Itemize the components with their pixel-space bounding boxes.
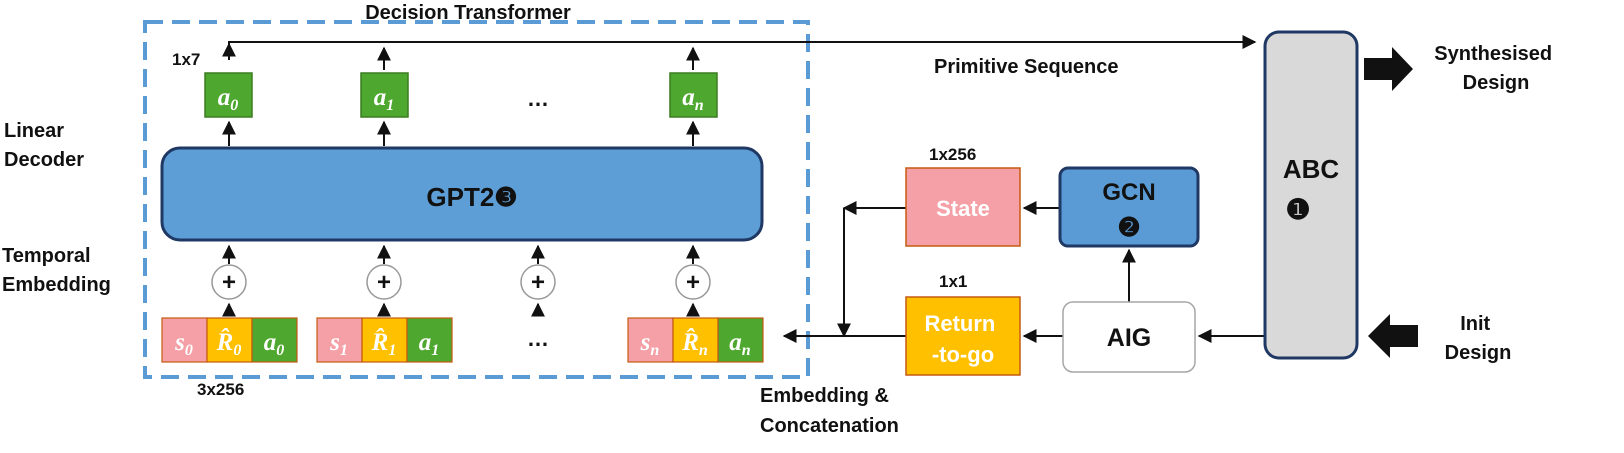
- svg-text:+: +: [222, 269, 236, 296]
- svg-text:❷: ❷: [1117, 212, 1140, 242]
- plus-circle-0: +: [211, 264, 247, 300]
- svg-text:s1: s1: [329, 329, 348, 359]
- svg-text:an: an: [729, 329, 751, 359]
- token-group-n: sn R̂n an: [627, 317, 764, 363]
- svg-text:❶: ❶: [1285, 194, 1310, 225]
- dim-1x7-label: 1x7: [172, 50, 200, 69]
- action-box-1: a1: [360, 72, 409, 118]
- svg-text:GCN: GCN: [1102, 179, 1155, 206]
- svg-text:+: +: [686, 269, 700, 296]
- decision-transformer-frame: [143, 20, 810, 379]
- return-to-go-block: Return -to-go: [905, 296, 1021, 376]
- dim-3x256-label: 3x256: [197, 380, 244, 399]
- embedding-concat-label: Embedding & Concatenation: [760, 385, 899, 437]
- linear-decoder-label: Linear Decoder: [4, 120, 84, 171]
- init-design-arrow-icon: [1368, 314, 1418, 358]
- gpt2-block: GPT2❸: [160, 146, 764, 242]
- init-design-label: Init Design: [1445, 313, 1512, 364]
- svg-text:s0: s0: [174, 329, 193, 359]
- token-group-1: s1 R̂1 a1: [316, 317, 453, 363]
- svg-text:a1: a1: [374, 84, 395, 114]
- dim-1x1-label: 1x1: [939, 272, 967, 291]
- abc-block: ABC ❶: [1263, 30, 1359, 360]
- svg-text:+: +: [531, 269, 545, 296]
- decision-transformer-title: Decision Transformer: [365, 2, 571, 24]
- svg-text:a1: a1: [419, 329, 440, 359]
- svg-text:R̂1: R̂1: [371, 328, 397, 359]
- svg-text:a0: a0: [264, 329, 285, 359]
- svg-text:R̂n: R̂n: [681, 328, 708, 359]
- svg-text:AIG: AIG: [1107, 324, 1151, 352]
- svg-text:+: +: [377, 269, 391, 296]
- action-box-n: an: [669, 72, 718, 118]
- token-group-0: s0 R̂0 a0: [161, 317, 298, 363]
- action-box-0: a0: [204, 72, 253, 118]
- action-ellipsis: …: [527, 86, 549, 111]
- plus-circle-n: +: [675, 264, 711, 300]
- svg-text:an: an: [682, 84, 704, 114]
- svg-text:R̂0: R̂0: [216, 328, 242, 359]
- svg-text:sn: sn: [640, 329, 660, 359]
- svg-text:Return -to-go: Return -to-go: [924, 311, 1001, 367]
- plus-circle-1: +: [366, 264, 402, 300]
- gcn-block: GCN ❷: [1058, 166, 1200, 248]
- svg-text:ABC: ABC: [1283, 154, 1340, 184]
- synthesised-design-arrow-icon: [1364, 47, 1413, 91]
- state-block: State: [905, 167, 1021, 247]
- plus-circle-2: +: [520, 264, 556, 300]
- primitive-sequence-label: Primitive Sequence: [934, 56, 1119, 78]
- svg-text:a0: a0: [218, 84, 239, 114]
- synthesised-design-label: Synthesised Design: [1434, 43, 1557, 94]
- dim-1x256-label: 1x256: [929, 145, 976, 164]
- svg-text:GPT2❸: GPT2❸: [426, 182, 517, 212]
- token-ellipsis: …: [527, 326, 549, 351]
- temporal-embedding-label: Temporal Embedding: [2, 245, 111, 296]
- svg-text:State: State: [936, 196, 990, 221]
- aig-block: AIG: [1062, 301, 1196, 373]
